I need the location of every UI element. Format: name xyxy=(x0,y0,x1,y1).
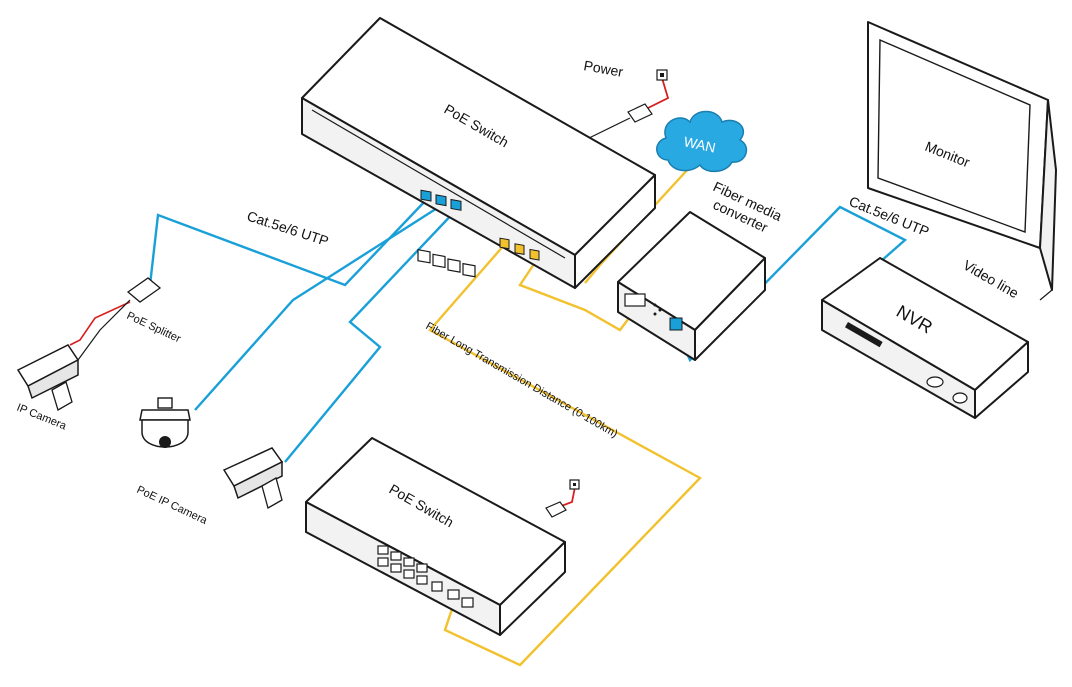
switch-bottom-port-group xyxy=(377,545,474,608)
splitter-output-cable xyxy=(77,299,131,361)
fiber-cable-wan xyxy=(584,167,690,284)
nvr xyxy=(821,257,1029,419)
power-outlet-bottom-icon xyxy=(545,479,580,518)
fiber-distance-label: Fiber Long Transmission Distance (0-100k… xyxy=(424,320,620,440)
fiber-cable-long xyxy=(428,243,702,667)
poe-switch-top: PoE Switch xyxy=(301,17,656,289)
fiber-cable-converter xyxy=(518,257,636,332)
ip-camera-icon xyxy=(16,344,80,411)
fiber-media-converter xyxy=(617,211,766,361)
utp-cable-box-camera xyxy=(284,207,459,463)
power-cable-splitter xyxy=(69,301,131,346)
monitor xyxy=(867,21,1057,301)
cat-utp-left-label: Cat.5e/6 UTP xyxy=(245,208,331,249)
poe-ip-camera-label: PoE IP Camera xyxy=(135,484,210,527)
utp-cable-dome-camera xyxy=(194,203,443,411)
power-label: Power xyxy=(582,57,624,80)
switch-port-group xyxy=(417,189,540,278)
poe-box-camera-icon xyxy=(222,447,284,509)
poe-dome-camera-icon xyxy=(139,397,191,448)
video-line-label: Video line xyxy=(961,257,1022,302)
wan-cloud-icon xyxy=(656,110,748,173)
wan-label: WAN xyxy=(682,133,717,155)
poe-splitter-label: PoE Splitter xyxy=(125,310,183,346)
poe-splitter-icon xyxy=(126,277,162,303)
power-outlet-top-icon xyxy=(627,69,668,123)
poe-switch-bottom: PoE Switch xyxy=(305,437,566,636)
power-cable-top xyxy=(639,77,670,113)
